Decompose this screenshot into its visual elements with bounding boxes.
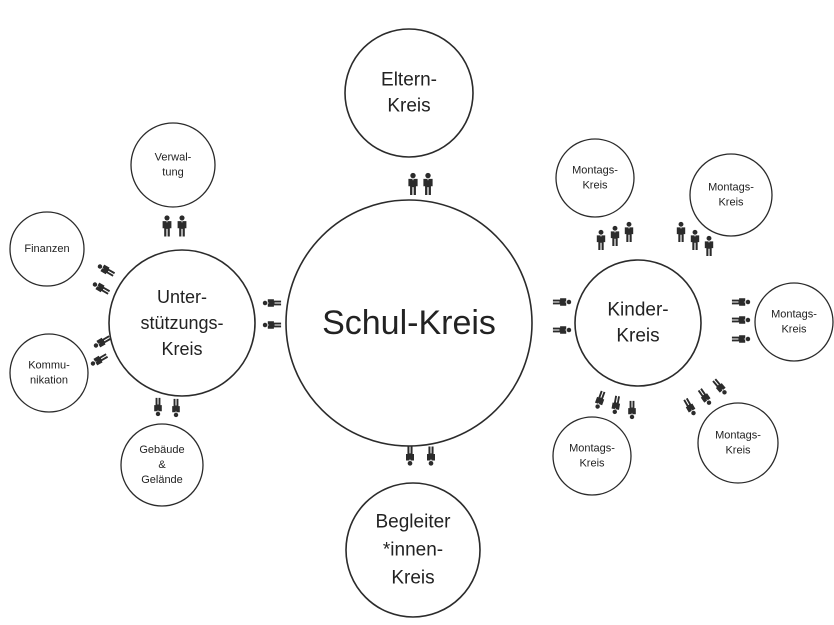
person-icon	[96, 262, 116, 278]
finanzen-circle: Finanzen	[9, 211, 85, 287]
circle-label: Kinder-	[607, 300, 668, 321]
circle-label: Finanzen	[24, 243, 69, 255]
circle-label: Kreis	[781, 324, 807, 336]
person-icon	[731, 335, 751, 343]
begleiter-innen-kreis-circle: Begleiter *innen- Kreis	[345, 482, 481, 618]
circle-outline	[344, 28, 474, 158]
person-icon	[423, 172, 433, 195]
circle-label: Gebäude	[139, 444, 184, 456]
circle-label: Montags-	[569, 443, 615, 455]
circle-label: Verwal-	[155, 152, 192, 164]
person-icon	[610, 225, 620, 247]
person-icon	[593, 390, 607, 410]
person-icon	[682, 397, 698, 417]
circle-outline	[285, 199, 533, 447]
person-icon	[408, 172, 418, 195]
verwaltung-circle: Verwal-tung	[130, 122, 216, 208]
circle-outline	[555, 138, 635, 218]
circle-label: Eltern-	[381, 70, 437, 91]
circle-label: Kreis	[718, 197, 744, 209]
person-icon	[154, 397, 162, 417]
circle-label: Montags-	[771, 309, 817, 321]
circle-outline	[345, 482, 481, 618]
eltern-kreis-circle: Eltern- Kreis	[344, 28, 474, 158]
circle-outline	[9, 211, 85, 287]
circle-label: Kreis	[161, 339, 202, 359]
circle-outline	[9, 333, 89, 413]
person-icon	[162, 215, 172, 237]
circle-label: Kreis	[582, 180, 608, 192]
person-icon	[704, 235, 714, 257]
montags-kreis-circle: Montags- Kreis	[754, 282, 834, 362]
person-icon	[624, 221, 634, 243]
circle-label: nikation	[30, 375, 68, 387]
person-icon	[177, 215, 187, 237]
montags-kreis-circle: Montags- Kreis	[689, 153, 773, 237]
person-icon	[262, 299, 282, 307]
circle-label: Montags-	[572, 165, 618, 177]
person-icon	[262, 321, 282, 329]
person-icon	[91, 280, 111, 296]
circle-label: tung	[162, 167, 183, 179]
circle-label: Montags-	[715, 430, 761, 442]
person-icon	[89, 352, 109, 368]
circle-label: Schul-Kreis	[322, 304, 496, 342]
circle-outline	[754, 282, 834, 362]
unterstuetzungs-kreis-circle: Unter-stützungs- Kreis	[108, 249, 256, 397]
person-icon	[696, 387, 714, 407]
circle-label: Kreis	[616, 326, 659, 347]
kommunikation-circle: Kommu-nikation	[9, 333, 89, 413]
person-icon	[610, 395, 622, 415]
circle-label: Kreis	[387, 96, 430, 117]
person-icon	[690, 229, 700, 251]
circle-label: Gelände	[141, 474, 183, 486]
person-icon	[552, 298, 572, 306]
circle-label: &	[158, 459, 166, 471]
circle-label: Kreis	[391, 568, 434, 589]
montags-kreis-circle: Montags- Kreis	[697, 402, 779, 484]
circles: Schul-KreisEltern-KreisBegleiter*innen-K…	[9, 28, 834, 618]
gebaeude-gelaende-circle: Gebäude & Gelände	[120, 423, 204, 507]
person-icon	[731, 316, 751, 324]
circle-outline	[108, 249, 256, 397]
circle-label: Kreis	[725, 445, 751, 457]
circle-label: *innen-	[383, 540, 443, 561]
circle-outline	[697, 402, 779, 484]
kinder-kreis-circle: Kinder- Kreis	[574, 259, 702, 387]
circle-outline	[574, 259, 702, 387]
circle-label: Montags-	[708, 182, 754, 194]
circle-label: Kommu-	[28, 360, 70, 372]
person-icon	[92, 334, 112, 350]
montags-kreis-circle: Montags- Kreis	[552, 416, 632, 496]
circle-outline	[552, 416, 632, 496]
person-icon	[731, 298, 751, 306]
circle-label: Kreis	[579, 458, 605, 470]
person-icon	[711, 377, 729, 397]
person-icon	[596, 229, 606, 251]
circle-label: Unter-	[157, 287, 207, 307]
person-icon	[406, 446, 414, 466]
person-icon	[172, 398, 180, 418]
schul-kreis-circle: Schul-Kreis	[285, 199, 533, 447]
montags-kreis-circle: Montags- Kreis	[555, 138, 635, 218]
circle-outline	[130, 122, 216, 208]
circle-outline	[120, 423, 204, 507]
circle-outline	[689, 153, 773, 237]
person-icon	[676, 221, 686, 243]
circle-label: Begleiter	[376, 512, 452, 533]
person-icon	[427, 446, 435, 466]
person-icon	[628, 400, 636, 420]
person-icon	[552, 326, 572, 334]
circle-label: stützungs-	[140, 313, 223, 333]
